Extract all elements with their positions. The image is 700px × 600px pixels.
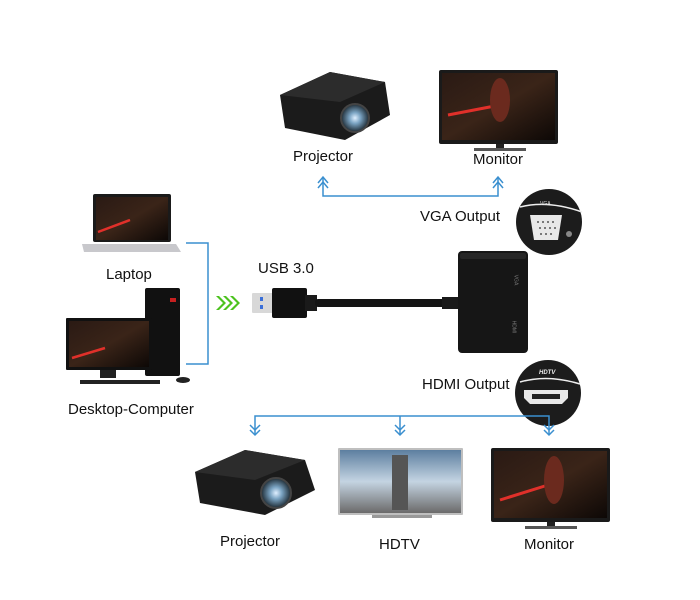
projector-bottom-image [195, 450, 315, 515]
hdmi-badge-text: HDTV [539, 370, 556, 376]
vga-monitor-label: Monitor [473, 151, 524, 168]
monitor-top-image [439, 70, 558, 151]
hdmi-connector-lines [249, 415, 555, 437]
adapter-hdmi-text: HDMI [510, 320, 517, 334]
hdmi-monitor-label: Monitor [524, 536, 575, 553]
green-arrow-icon [216, 296, 240, 310]
usb-label: USB 3.0 [258, 260, 314, 277]
adapter-image [458, 251, 528, 353]
hdmi-port-badge [515, 360, 581, 426]
desktop-label: Desktop-Computer [68, 401, 194, 418]
usb-cable-image [252, 288, 458, 318]
desktop-image [66, 288, 190, 384]
vga-connector-lines [317, 175, 504, 197]
laptop-image [82, 194, 181, 252]
monitor-bottom-image [491, 448, 610, 529]
vga-projector-label: Projector [293, 148, 354, 165]
projector-top-image [280, 72, 390, 140]
source-bracket-line [186, 242, 209, 365]
hdmi-output-label: HDMI Output [422, 376, 510, 393]
vga-port-badge [516, 189, 583, 255]
vga-output-label: VGA Output [420, 208, 501, 225]
vga-badge-text: VGA [540, 201, 551, 207]
hdtv-label: HDTV [379, 536, 420, 553]
hdmi-projector-label: Projector [220, 533, 281, 550]
hdtv-image [338, 448, 463, 518]
laptop-label: Laptop [106, 266, 152, 283]
adapter-vga-text: VGA [512, 274, 519, 286]
